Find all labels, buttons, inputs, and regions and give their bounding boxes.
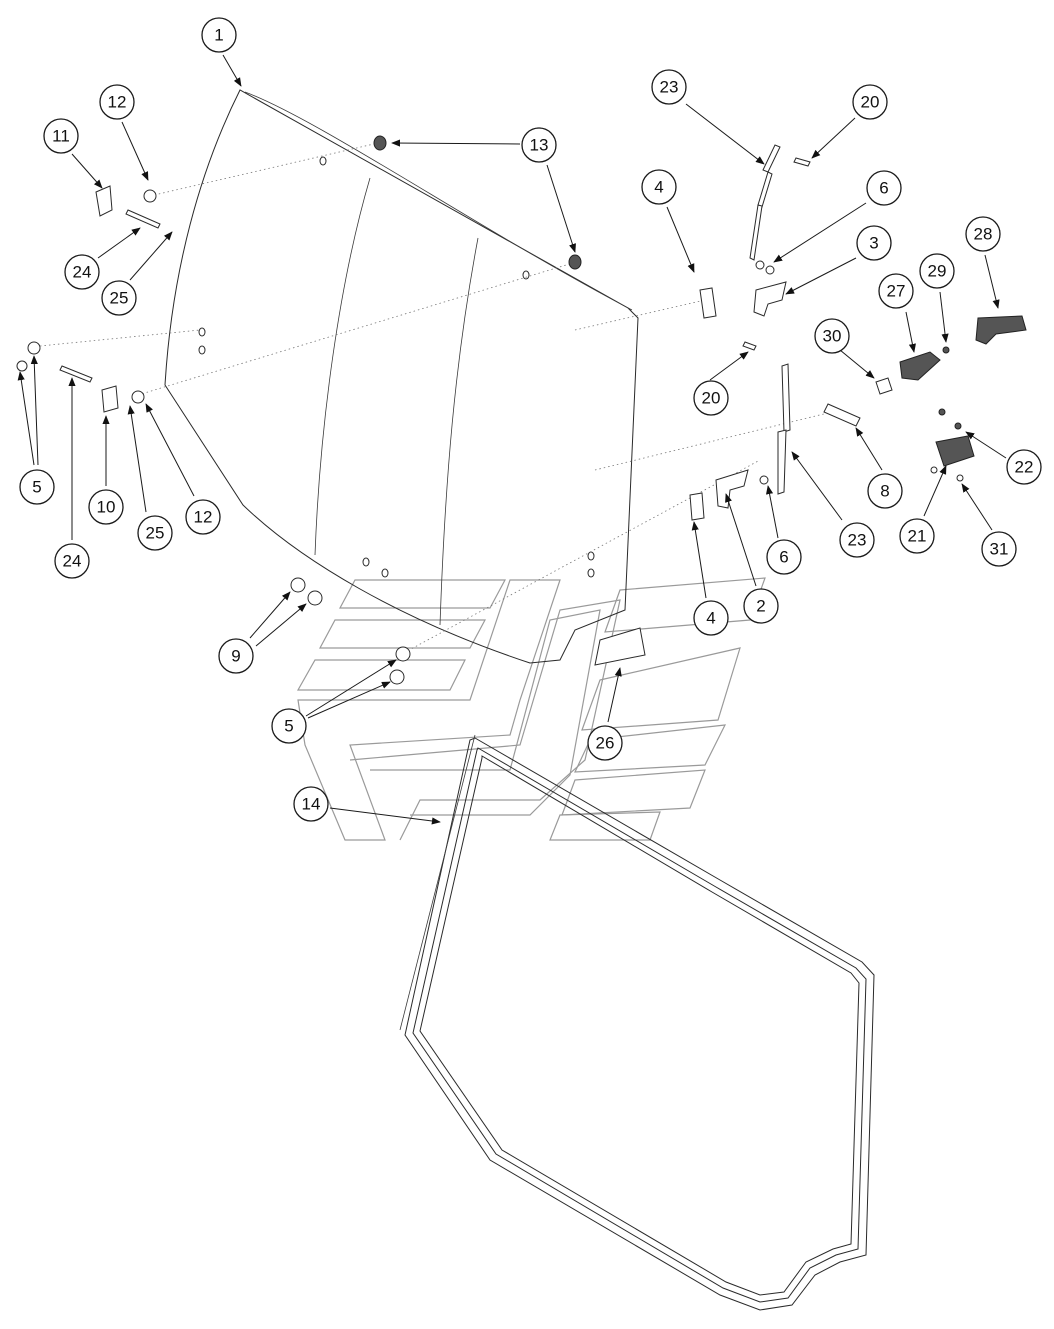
- callout-2: 2: [743, 588, 779, 624]
- callout-14: 14: [293, 786, 329, 822]
- callout-26: 26: [587, 725, 623, 761]
- svg-text:12: 12: [108, 93, 127, 112]
- svg-text:8: 8: [880, 482, 889, 501]
- callout-3: 3: [856, 225, 892, 261]
- callout-8: 8: [867, 473, 903, 509]
- callout-10: 10: [88, 489, 124, 525]
- svg-text:24: 24: [73, 263, 92, 282]
- callout-24-left: 24: [54, 543, 90, 579]
- svg-text:26: 26: [596, 734, 615, 753]
- svg-text:25: 25: [146, 524, 165, 543]
- svg-text:4: 4: [654, 178, 663, 197]
- leader-lines: [17, 54, 1007, 825]
- callout-24-top: 24: [64, 254, 100, 290]
- svg-text:4: 4: [706, 609, 715, 628]
- callout-13: 13: [521, 127, 557, 163]
- callout-6-top: 6: [866, 170, 902, 206]
- svg-text:11: 11: [52, 127, 70, 146]
- callout-6-bottom: 6: [766, 539, 802, 575]
- callout-12-top: 12: [99, 84, 135, 120]
- callout-1: 1: [201, 17, 237, 53]
- callout-20-top: 20: [852, 84, 888, 120]
- svg-text:5: 5: [32, 478, 41, 497]
- svg-text:25: 25: [110, 289, 129, 308]
- callout-11: 11: [43, 118, 79, 154]
- svg-text:6: 6: [879, 179, 888, 198]
- door-seal-part: [399, 734, 875, 1311]
- svg-text:20: 20: [861, 93, 880, 112]
- corner-pad-part: [594, 627, 646, 666]
- callout-23-bottom: 23: [839, 522, 875, 558]
- callout-9: 9: [218, 638, 254, 674]
- svg-text:27: 27: [887, 282, 906, 301]
- callout-21: 21: [899, 518, 935, 554]
- hardware-parts: [16, 135, 1027, 685]
- svg-text:21: 21: [908, 527, 927, 546]
- svg-text:5: 5: [284, 717, 293, 736]
- callout-20-bottom: 20: [693, 380, 729, 416]
- callout-27: 27: [878, 273, 914, 309]
- svg-text:6: 6: [779, 548, 788, 567]
- svg-text:2: 2: [756, 597, 765, 616]
- alignment-lines: [39, 142, 841, 656]
- svg-text:23: 23: [660, 78, 679, 97]
- callout-29: 29: [919, 253, 955, 289]
- svg-text:23: 23: [848, 531, 867, 550]
- callout-23-top: 23: [651, 69, 687, 105]
- callout-22: 22: [1006, 449, 1042, 485]
- callout-12-left: 12: [185, 499, 221, 535]
- svg-text:3: 3: [869, 234, 878, 253]
- svg-text:13: 13: [530, 136, 549, 155]
- svg-text:1: 1: [214, 26, 223, 45]
- svg-text:12: 12: [194, 508, 213, 527]
- callout-4-top: 4: [641, 169, 677, 205]
- svg-text:29: 29: [928, 262, 947, 281]
- callout-28: 28: [965, 216, 1001, 252]
- svg-text:20: 20: [702, 389, 721, 408]
- svg-text:14: 14: [302, 795, 321, 814]
- svg-text:9: 9: [231, 647, 240, 666]
- callout-25-left: 25: [137, 515, 173, 551]
- callout-5-bottom: 5: [271, 708, 307, 744]
- svg-text:22: 22: [1015, 458, 1034, 477]
- door-glass-part: [164, 89, 639, 664]
- callout-25-top: 25: [101, 280, 137, 316]
- callout-5-left: 5: [19, 469, 55, 505]
- svg-text:28: 28: [974, 225, 993, 244]
- svg-text:24: 24: [63, 552, 82, 571]
- callout-30: 30: [814, 318, 850, 354]
- svg-text:30: 30: [823, 327, 842, 346]
- callout-31: 31: [981, 531, 1017, 567]
- svg-text:31: 31: [990, 540, 1009, 559]
- svg-text:10: 10: [97, 498, 116, 517]
- callout-4-bottom: 4: [693, 600, 729, 636]
